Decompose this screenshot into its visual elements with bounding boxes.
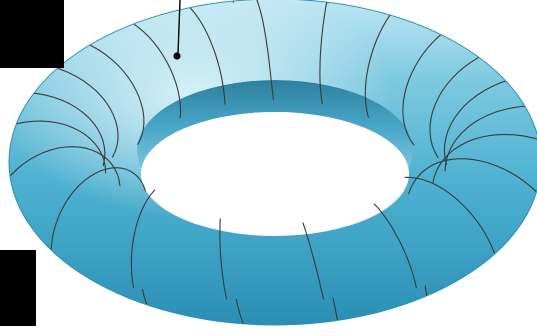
redacted-label-box-bottom — [0, 250, 36, 326]
torus-hole — [141, 112, 409, 236]
callout-dot — [173, 52, 180, 59]
redacted-label-box-top — [0, 0, 64, 68]
